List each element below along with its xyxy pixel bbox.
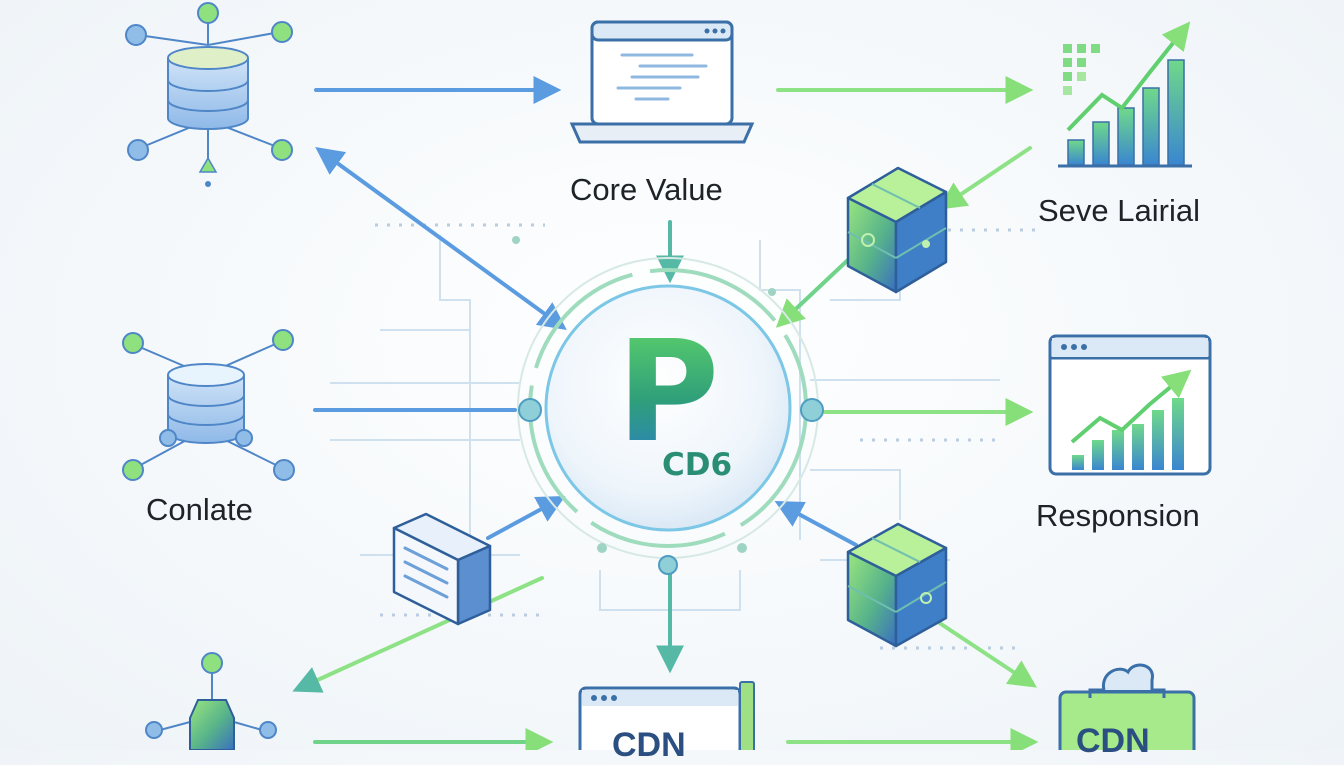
hub-port-left: [518, 398, 542, 422]
arrow-cube-to-hub-lower: [774, 501, 858, 547]
arrow-cube-to-cdn-right: [933, 618, 1038, 688]
arrow-server-to-hub: [486, 495, 566, 540]
arrow-cube-to-chart: [938, 146, 1032, 210]
label-cdn-center: CDN: [612, 726, 686, 764]
cube-node-lower: [846, 522, 948, 648]
hub-port-bottom: [658, 555, 678, 575]
arrow-cube-to-hub: [775, 256, 852, 328]
hub-port-right: [800, 398, 824, 422]
label-conlate: Conlate: [146, 492, 253, 527]
cube-node-upper: [846, 166, 948, 294]
laptop-core-value: [569, 20, 755, 144]
arrow-hub-to-bottom-left: [292, 576, 544, 693]
server-node: [392, 512, 492, 626]
network-node-bottom-left: [145, 652, 277, 750]
hub-subtitle: CD6: [662, 447, 733, 483]
database-node-top-left: [125, 2, 293, 187]
database-node-conlate: [122, 329, 295, 481]
connector-arrows: [292, 76, 1039, 750]
hub-letter: P: [603, 318, 733, 468]
growth-chart-icon-top: [1058, 21, 1192, 168]
browser-chart-responsion: [1048, 334, 1212, 476]
label-core-value: Core Value: [570, 172, 723, 207]
label-cdn-right: CDN: [1076, 722, 1150, 760]
central-hub: [512, 236, 824, 575]
label-seve-lairial: Seve Lairial: [1038, 193, 1200, 228]
arrow-db-hub-bidirectional: [315, 147, 567, 330]
label-responsion: Responsion: [1036, 498, 1200, 533]
cdn-panel-bottom-center: [578, 681, 755, 750]
cdn-clipboard-bottom-right: [1058, 663, 1196, 750]
